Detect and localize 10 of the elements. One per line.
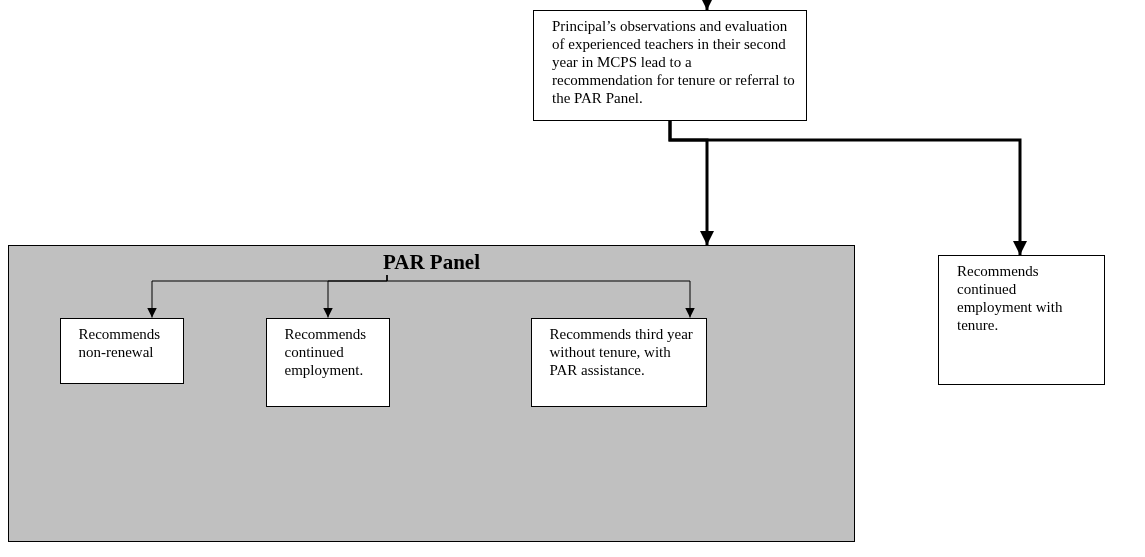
process-box: Recommends third year without tenure, with PAR assistance. [530,317,707,407]
process-box: Principal’s observations and evaluation of experienced teachers in their second year in MCPS lead to a recommendation for tenure or referral to the PAR Panel. [533,10,807,121]
arrow [386,274,695,318]
arrow [668,121,1027,255]
panel [8,245,855,542]
process-box: Recommends non-renewal [59,317,184,384]
panel-title: PAR Panel [383,250,480,274]
arrow [700,0,714,10]
process-box: Recommends continued employment. [265,317,390,407]
process-box: Recommends continued employment with tenure. [938,255,1105,385]
